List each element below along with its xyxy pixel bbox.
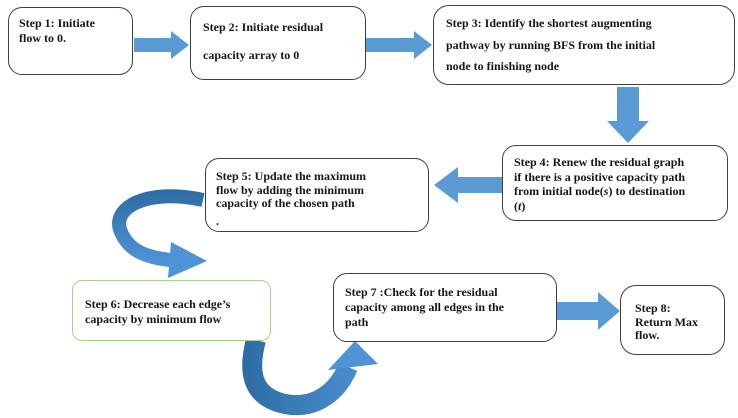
step8-text: flow. (635, 329, 660, 342)
step2-box: Step 2: Initiate residual capacity array… (190, 6, 366, 80)
step5-text: Step 5: Update the maximum (216, 170, 366, 183)
step7-text: capacity among all edges in the (345, 300, 504, 314)
step7-text: path (345, 315, 369, 329)
step6-text: capacity by minimum flow (85, 311, 222, 326)
step4-italic-s: s (603, 184, 609, 198)
step6-box: Step 6: Decrease each edge’s capacity by… (72, 280, 271, 341)
arrow-step6-to-step7-head (328, 341, 378, 370)
step2-text: capacity array to 0 (203, 48, 300, 62)
step2-text: Step 2: Initiate residual (203, 20, 324, 34)
step4-text: (t) (514, 199, 716, 214)
step4-text: Step 4: Renew the residual graph (514, 155, 685, 169)
step4-text-part: ) to destination (608, 184, 686, 198)
step1-box: Step 1: Initiate flow to 0. (8, 7, 133, 75)
arrow-step5-to-step6 (112, 189, 205, 267)
step4-text-part: from initial node( (514, 184, 604, 198)
step5-text: flow by adding the minimum (216, 183, 365, 197)
step8-text: Return Max (635, 315, 698, 329)
step5-box: Step 5: Update the maximum flow by addin… (205, 158, 429, 232)
step1-text: flow to 0. (19, 31, 66, 45)
step7-box: Step 7 :Check for the residual capacity … (333, 273, 557, 342)
step3-text: Step 3: Identify the shortest augmenting (446, 16, 652, 30)
arrow-step2-to-step3 (366, 31, 432, 59)
step4-text-part: ) (521, 198, 526, 213)
step4-text-part: ( (514, 198, 518, 213)
step8-text: Step 8: (635, 302, 671, 315)
step7-text: Step 7 :Check for the residual (345, 285, 498, 299)
step8-box: Step 8: Return Max flow. (620, 285, 725, 355)
step5-trailing-dot: . (216, 214, 219, 228)
arrow-step3-to-step4 (607, 87, 649, 143)
step4-text: if there is a positive capacity path (514, 169, 686, 184)
step1-text: Step 1: Initiate (19, 16, 95, 30)
step3-text: node to finishing node (446, 59, 560, 73)
arrow-step6-to-step7 (242, 337, 358, 416)
arrow-step7-to-step8 (557, 292, 620, 330)
step3-box: Step 3: Identify the shortest augmenting… (433, 5, 735, 85)
arrow-step4-to-step5 (434, 167, 502, 203)
step4-box: Step 4: Renew the residual graph if ther… (502, 145, 728, 221)
step3-text: pathway by running BFS from the initial (446, 37, 656, 52)
arrow-step5-to-step6-head (168, 242, 207, 278)
arrow-step1-to-step2 (134, 31, 189, 59)
step4-text: from initial node(s) to destination (514, 184, 716, 199)
step6-text: Step 6: Decrease each edge’s (85, 297, 231, 311)
step4-italic-t: t (518, 198, 522, 213)
step5-text: capacity of the chosen path (216, 197, 355, 210)
